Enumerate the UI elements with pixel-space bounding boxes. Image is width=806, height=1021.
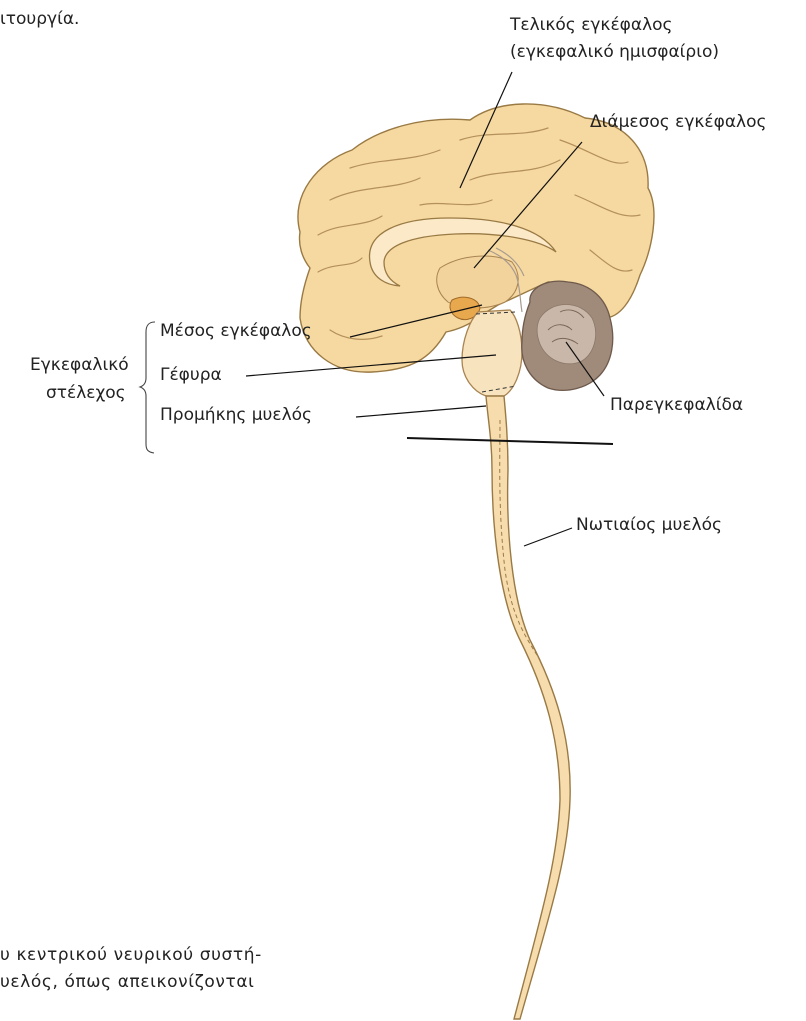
label-brainstem-2: στέλεχος [46,382,126,404]
brainstem-brace [140,322,155,453]
label-brainstem-1: Εγκεφαλικό [30,354,129,376]
label-medulla: Προμήκης μυελός [160,404,312,426]
pons-shape [462,310,522,396]
label-spinal-cord: Νωτιαίος μυελός [576,514,722,536]
label-pons: Γέφυρα [160,364,222,386]
label-telencephalon-1: Τελικός εγκέφαλος [510,14,673,36]
separator-line [407,438,613,444]
label-diencephalon: Διάμεσος εγκέφαλος [590,111,766,133]
spinal-cord-shape [486,396,570,1019]
label-cerebellum: Παρεγκεφαλίδα [610,394,743,416]
label-telencephalon-2: (εγκεφαλικό ημισφαίριο) [510,41,719,63]
label-midbrain: Μέσος εγκέφαλος [160,320,312,342]
